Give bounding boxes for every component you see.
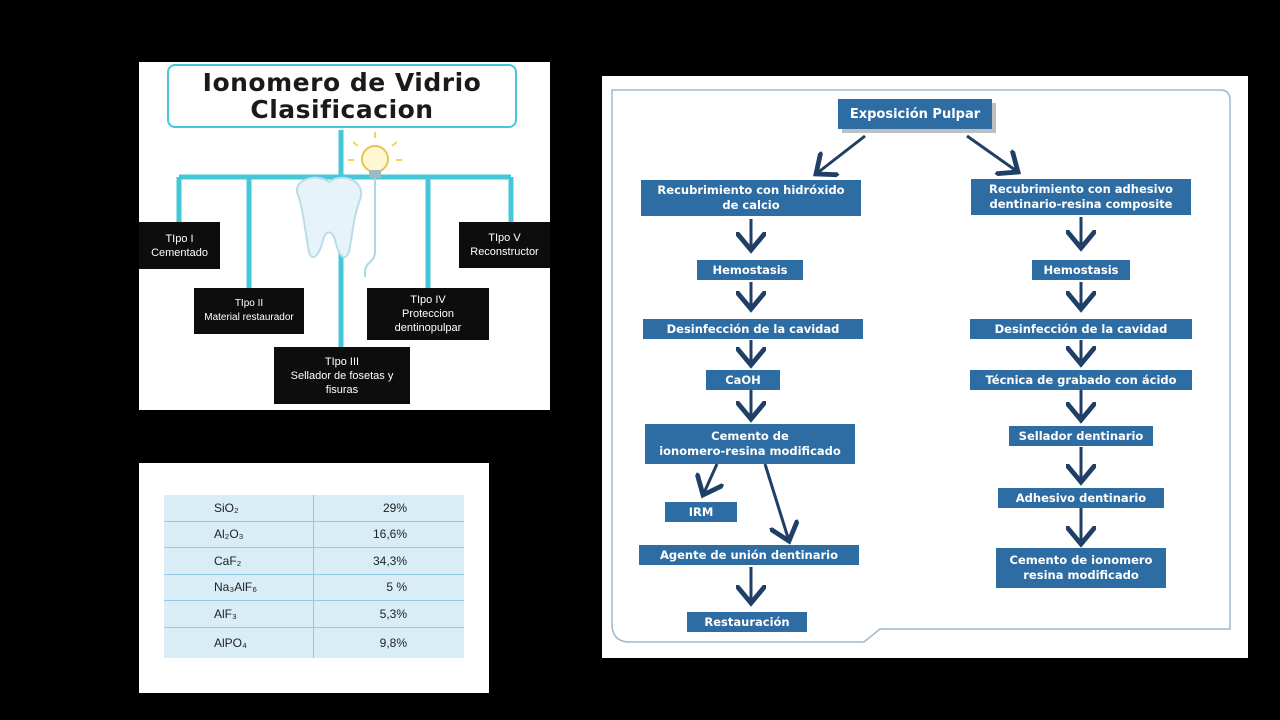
type-iv-box: TIpo IV Proteccion dentinopulpar <box>367 288 489 340</box>
percent-cell: 34,3% <box>313 547 464 575</box>
tooth-icon <box>296 176 362 259</box>
flow-left-step-3: Desinfección de la cavidad <box>643 319 863 339</box>
compound-cell: Al₂O₃ <box>164 521 314 548</box>
flow-left-step-6: IRM <box>665 502 737 522</box>
flowchart-frame <box>611 89 1231 643</box>
compound-cell: SiO₂ <box>164 495 314 522</box>
flow-right-step-5-label: Sellador dentinario <box>1018 428 1144 443</box>
flow-left-step-7-label: Agente de unión dentinario <box>660 547 838 562</box>
flow-left-step-2-label: Hemostasis <box>712 262 788 277</box>
flow-right-step-6: Adhesivo dentinario <box>998 488 1164 508</box>
percent-cell: 29% <box>313 495 464 522</box>
type-v-label: TIpo V Reconstructor <box>470 232 539 258</box>
percent-cell: 9,8% <box>379 635 407 650</box>
type-v-box: TIpo V Reconstructor <box>459 222 550 268</box>
flow-left-step-6-label: IRM <box>688 504 714 519</box>
compound-cell: Na₃AlF₆ <box>164 574 314 601</box>
percent-cell: 5,3% <box>313 600 464 628</box>
type-iii-label: TIpo III Sellador de fosetas y fisuras <box>290 355 394 396</box>
compound-cell: CaF₂ <box>164 547 314 575</box>
type-iv-label: TIpo IV Proteccion dentinopulpar <box>394 294 462 334</box>
type-ii-label: TIpo II Material restaurador <box>204 298 294 323</box>
table-row: AlPO₄ 9,8% <box>164 627 464 658</box>
percent-cell: 5 % <box>313 574 464 601</box>
flow-right-step-2: Hemostasis <box>1032 260 1130 280</box>
classification-title: Ionomero de Vidrio Clasificacion <box>167 64 517 128</box>
flow-left-step-1: Recubrimiento con hidróxido de calcio <box>641 180 861 216</box>
flow-right-step-3: Desinfección de la cavidad <box>970 319 1192 339</box>
flow-left-step-8: Restauración <box>687 612 807 632</box>
flow-left-step-8-label: Restauración <box>704 614 790 629</box>
flow-left-step-5: Cemento de ionomero-resina modificado <box>645 424 855 464</box>
flow-right-step-7-label: Cemento de ionomero resina modificado <box>1009 553 1153 582</box>
flow-root-label: Exposición Pulpar <box>849 106 981 122</box>
title-line-1: Ionomero de Vidrio <box>202 68 482 97</box>
flow-right-step-1: Recubrimiento con adhesivo dentinario-re… <box>971 179 1191 215</box>
flow-right-step-3-label: Desinfección de la cavidad <box>994 321 1168 336</box>
type-i-box: TIpo I Cementado <box>139 222 220 269</box>
flow-right-step-4: Técnica de grabado con ácido <box>970 370 1192 390</box>
type-ii-box: TIpo II Material restaurador <box>194 288 304 334</box>
percent-cell: 16,6% <box>313 521 464 548</box>
lightbulb-icon <box>348 132 402 277</box>
title-line-2: Clasificacion <box>250 95 434 124</box>
flow-left-step-3-label: Desinfección de la cavidad <box>666 321 840 336</box>
flow-right-step-6-label: Adhesivo dentinario <box>1015 490 1147 505</box>
flow-right-step-7: Cemento de ionomero resina modificado <box>996 548 1166 588</box>
flow-left-step-4: CaOH <box>706 370 780 390</box>
flow-left-step-7: Agente de unión dentinario <box>639 545 859 565</box>
flow-left-step-5-label: Cemento de ionomero-resina modificado <box>659 429 841 458</box>
pulp-exposure-flowchart: Exposición Pulpar Recubrimiento con hidr… <box>602 76 1248 658</box>
flow-left-step-2: Hemostasis <box>697 260 803 280</box>
flow-right-step-2-label: Hemostasis <box>1043 262 1119 277</box>
compound-cell: AlPO₄ <box>164 627 314 658</box>
classification-diagram: Ionomero de Vidrio Clasificacion TIpo I … <box>139 62 550 410</box>
type-iii-box: TIpo III Sellador de fosetas y fisuras <box>274 347 410 404</box>
compound-cell: AlF₃ <box>164 600 314 628</box>
connector-lines <box>176 130 514 352</box>
flow-right-step-4-label: Técnica de grabado con ácido <box>985 372 1177 387</box>
type-i-label: TIpo I Cementado <box>151 232 208 259</box>
flowchart-arrows <box>611 89 1231 643</box>
flow-left-step-4-label: CaOH <box>725 372 761 387</box>
flow-right-step-1-label: Recubrimiento con adhesivo dentinario-re… <box>989 182 1173 211</box>
flow-root-box: Exposición Pulpar <box>838 99 992 129</box>
flow-right-step-5: Sellador dentinario <box>1009 426 1153 446</box>
flow-left-step-1-label: Recubrimiento con hidróxido de calcio <box>657 183 845 212</box>
